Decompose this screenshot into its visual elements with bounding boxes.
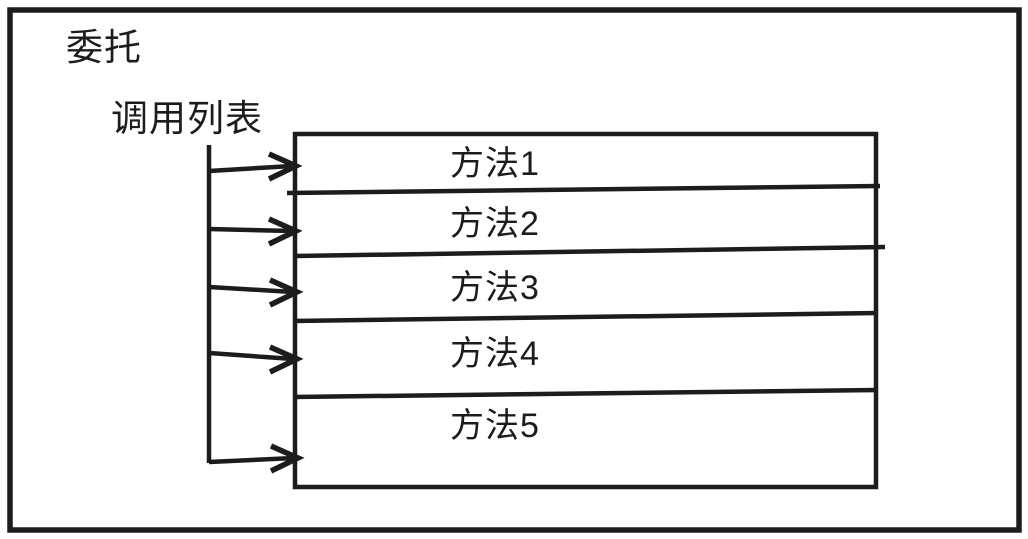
- method-1-label: 方法1: [450, 145, 540, 183]
- arrow-to-method-3: [208, 277, 304, 308]
- delegate-outer-border: [7, 7, 1022, 533]
- invocation-list-label: 调用列表: [111, 98, 263, 139]
- method-3-label: 方法3: [450, 269, 540, 307]
- arrow-to-method-4: [208, 344, 304, 375]
- method-stack-box: [292, 131, 879, 490]
- method-4-label: 方法4: [450, 335, 540, 373]
- arrow-to-method-5: [208, 443, 305, 474]
- arrow-to-method-1: [208, 151, 303, 182]
- row-divider-4: [292, 387, 879, 400]
- row-divider-1: [286, 183, 881, 196]
- row-divider-3: [292, 310, 879, 324]
- delegate-title: 委托: [66, 27, 142, 68]
- arrow-to-method-2: [208, 216, 303, 247]
- method-2-label: 方法2: [450, 205, 540, 243]
- row-divider-2: [294, 244, 886, 259]
- method-5-label: 方法5: [450, 407, 540, 445]
